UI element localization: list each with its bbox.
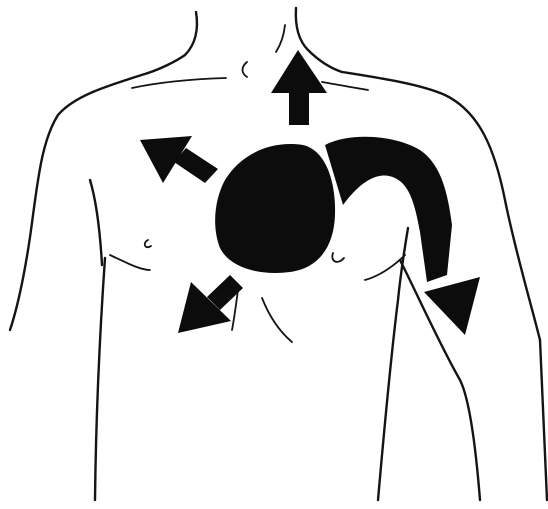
neck-left-line [148,12,197,73]
sternal-notch-mark [243,62,248,77]
arrow-up-head [271,50,327,93]
left-torso-side [95,258,105,500]
left-pectoral-line [110,255,150,270]
collarbone-left [132,78,226,88]
collarbone-right [322,82,368,90]
left-shoulder-line [10,73,148,330]
arrow-curved-down-left-arm [325,137,480,335]
sternum-line-right [262,298,292,342]
throat-line [276,25,285,52]
right-pectoral-line [365,255,405,280]
left-nipple [145,240,151,247]
arrow-up-to-neck [271,50,327,125]
right-nipple [332,253,344,262]
arrow-curved-body [325,137,452,282]
left-inner-arm-line [90,180,102,265]
arrow-up-left-to-shoulder [140,136,218,183]
central-oval-mark [215,144,335,273]
arrow-up-shaft [289,90,309,125]
right-arm-outer [540,340,547,500]
